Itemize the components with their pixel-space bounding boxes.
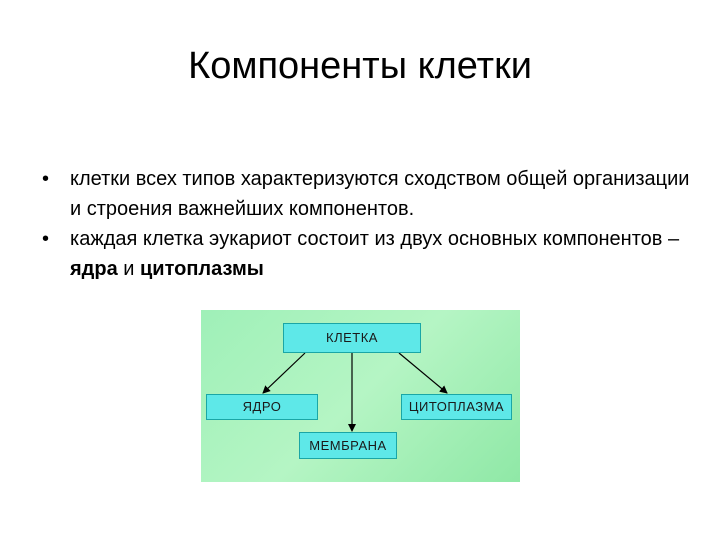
bullet-text-2: каждая клетка эукариот состоит из двух о… bbox=[70, 228, 680, 250]
node-nucleus-label: ЯДРО bbox=[242, 399, 282, 414]
bullet-item-1: • клетки всех типов характеризуются сход… bbox=[40, 164, 690, 224]
node-nucleus: ЯДРО bbox=[206, 394, 318, 420]
bullet-text-1: клетки всех типов характеризуются сходст… bbox=[70, 168, 690, 220]
bullet-text-2-mid: и bbox=[117, 258, 141, 280]
node-membrane-label: МЕМБРАНА bbox=[309, 438, 387, 453]
cell-components-diagram: КЛЕТКА ЯДРО ЦИТОПЛАЗМА МЕМБРАНА bbox=[201, 310, 520, 482]
arrow-to-nucleus bbox=[262, 352, 306, 394]
bullet-list: • клетки всех типов характеризуются сход… bbox=[40, 164, 690, 284]
node-cytoplasm: ЦИТОПЛАЗМА bbox=[401, 394, 512, 420]
node-cell: КЛЕТКА bbox=[283, 323, 421, 353]
bold-term-nucleus: ядра bbox=[70, 258, 118, 280]
node-membrane: МЕМБРАНА bbox=[299, 432, 397, 459]
slide-title: Компоненты клетки bbox=[188, 45, 532, 87]
arrow-to-cytoplasm bbox=[398, 352, 448, 394]
node-cytoplasm-label: ЦИТОПЛАЗМА bbox=[408, 399, 505, 414]
bold-term-cytoplasm: цитоплазмы bbox=[140, 258, 264, 280]
bullet-item-2: • каждая клетка эукариот состоит из двух… bbox=[40, 224, 690, 284]
bullet-mark: • bbox=[42, 228, 50, 250]
diagram-arrows bbox=[262, 352, 448, 432]
bullet-mark: • bbox=[42, 168, 50, 190]
node-cell-label: КЛЕТКА bbox=[326, 330, 378, 345]
